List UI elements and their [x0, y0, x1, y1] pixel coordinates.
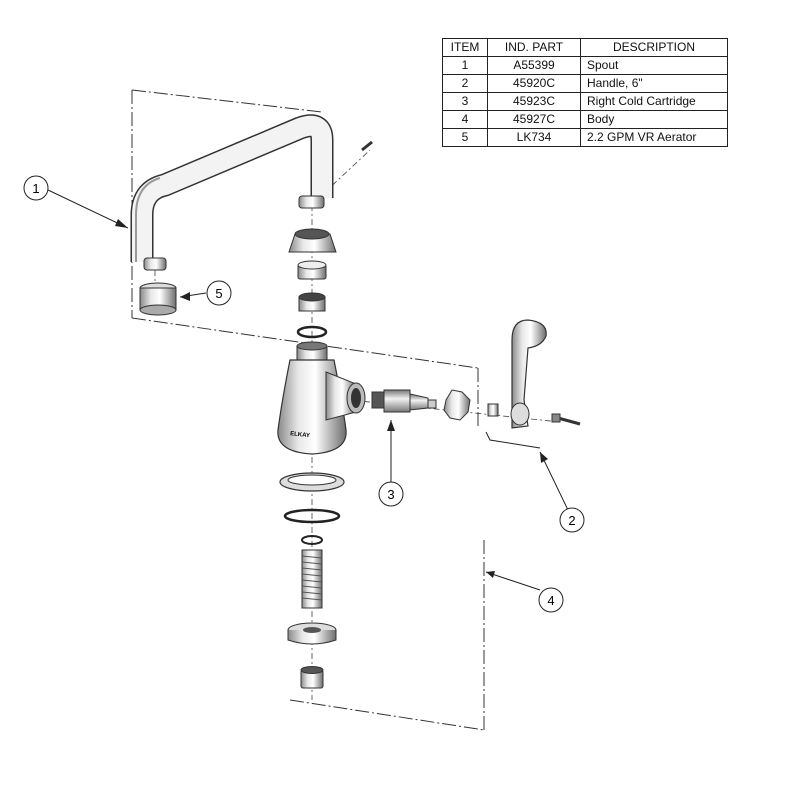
coupling-nut [300, 666, 324, 689]
faucet-body: ELKAY [277, 341, 366, 455]
table-row: 5 LK734 2.2 GPM VR Aerator [442, 128, 728, 147]
lock-nut [287, 622, 337, 645]
spout [130, 114, 334, 271]
spout-nut [288, 228, 337, 253]
callout-3: 3 [378, 481, 404, 507]
cell-description: Handle, 6" [580, 74, 728, 93]
callout-2: 2 [559, 507, 585, 533]
callout-1: 1 [23, 175, 49, 201]
wrist-blade-handle [487, 319, 581, 429]
spout-pin [361, 140, 373, 152]
lower-o-ring [283, 508, 341, 524]
handle-hub [443, 389, 471, 421]
callout-5: 5 [206, 280, 232, 306]
body-logo: ELKAY [290, 431, 310, 439]
parts-table: ITEM IND. PART DESCRIPTION 1 A55399 Spou… [442, 38, 728, 147]
small-washer [301, 535, 323, 545]
cell-description: 2.2 GPM VR Aerator [580, 128, 728, 147]
callout-1-label: 1 [32, 181, 39, 196]
callout-5-label: 5 [215, 286, 222, 301]
cartridge [371, 389, 437, 413]
handle-bracket [485, 431, 541, 449]
table-row: 3 45923C Right Cold Cartridge [442, 92, 728, 111]
body-gasket [279, 472, 345, 492]
spout-ring [297, 260, 327, 280]
cell-part: LK734 [487, 128, 581, 147]
table-row: 2 45920C Handle, 6" [442, 74, 728, 93]
spout-washer [298, 292, 326, 312]
callout-2-label: 2 [568, 513, 575, 528]
assembly-axis-lines [154, 149, 561, 700]
spout-o-ring [296, 325, 328, 339]
threaded-shank [301, 549, 323, 609]
aerator [139, 282, 177, 316]
callout-4-label: 4 [547, 593, 554, 608]
callout-3-label: 3 [387, 487, 394, 502]
cell-description: Body [580, 110, 728, 129]
callout-4: 4 [538, 587, 564, 613]
leader-arrowheads [115, 219, 548, 578]
